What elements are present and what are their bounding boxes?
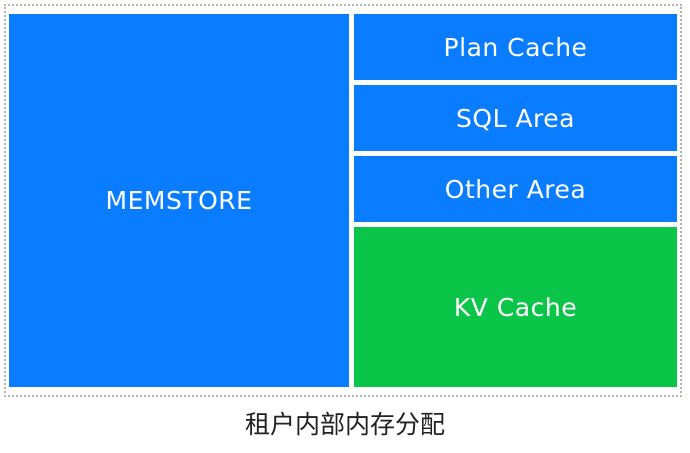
sql-area-label: SQL Area: [456, 103, 575, 133]
memstore-label: MEMSTORE: [105, 186, 253, 215]
diagram-frame: [4, 4, 682, 397]
plan-cache-block: Plan Cache: [354, 14, 677, 80]
kv-cache-label: KV Cache: [453, 292, 578, 322]
sql-area-block: SQL Area: [354, 85, 677, 151]
other-area-block: Other Area: [354, 156, 677, 222]
kv-cache-block: KV Cache: [354, 227, 677, 387]
memstore-block: MEMSTORE: [9, 14, 349, 387]
diagram-caption: 租户内部内存分配: [244, 410, 445, 439]
plan-cache-label: Plan Cache: [443, 32, 588, 62]
other-area-label: Other Area: [444, 174, 587, 204]
